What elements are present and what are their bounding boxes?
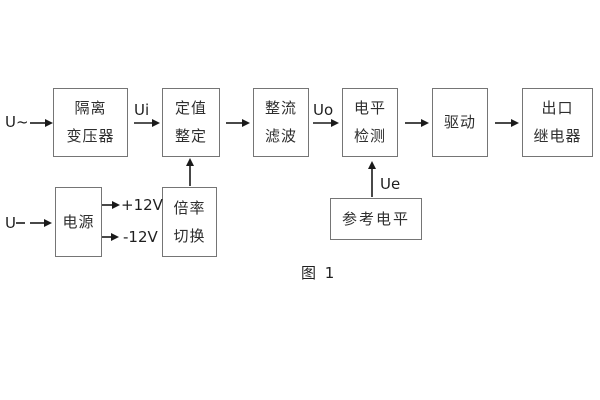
arrow-minus-12v [102,233,119,241]
block-label: 隔离 [74,99,107,117]
block-power-supply: 电源 [55,187,102,257]
label-ui: Ui [134,101,150,119]
label-minus-12v: -12V [123,228,158,246]
block-label: 定值 [174,99,207,117]
arrow-level-to-driver [405,119,429,127]
arrow-driver-to-relay [495,119,519,127]
block-label: 电源 [62,212,95,231]
block-output-relay: 出口 继电器 [522,88,593,157]
label-ac-input: U~ [5,113,29,131]
block-reference-level: 参考电平 [330,198,422,240]
block-label: 切换 [173,226,206,245]
block-setting-adjustment: 定值 整定 [162,88,220,157]
figure-caption: 图 1 [301,264,337,282]
block-label: 整流 [264,99,297,117]
block-label: 倍率 [173,198,206,217]
label-plus-12v: +12V [121,196,163,214]
block-label: 检测 [353,127,386,145]
block-label: 驱动 [443,113,476,131]
block-label: 整定 [174,127,207,145]
block-label: 出口 [541,99,574,117]
block-isolation-transformer: 隔离 变压器 [53,88,128,157]
label-uo: Uo [313,101,334,119]
arrow-uo [313,119,339,127]
block-label: 参考电平 [341,209,410,228]
arrow-multiplier-to-setting [186,158,194,186]
block-label: 变压器 [66,127,115,145]
label-dc-input: U [5,214,16,232]
arrow-setting-to-rectifier [226,119,250,127]
arrow-ui [134,119,160,127]
arrow-dc-input [16,219,52,227]
block-label: 电平 [353,99,386,117]
block-multiplier-switch: 倍率 切换 [162,187,217,257]
arrow-plus-12v [102,201,120,209]
arrow-ac-input [30,119,53,127]
block-rectifier-filter: 整流 滤波 [253,88,309,157]
block-driver: 驱动 [432,88,488,157]
block-level-detection: 电平 检测 [342,88,398,157]
block-label: 继电器 [533,127,582,145]
arrow-reference-to-level [368,161,376,197]
block-label: 滤波 [264,127,297,145]
label-ue: Ue [380,175,401,193]
